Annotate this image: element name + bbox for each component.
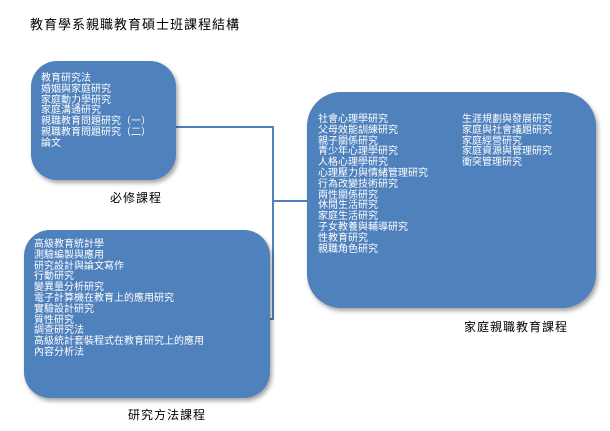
family-parenting-box: 社會心理學研究 父母效能訓練研究 親子關係研究 青少年心理學研究 人格心理學研究… xyxy=(307,92,596,308)
family-course: 心理壓力與情緒管理研究 xyxy=(318,167,428,179)
methods-course: 質性研究 xyxy=(34,314,74,326)
methods-course: 變異量分析研究 xyxy=(34,282,104,294)
connector-methods xyxy=(270,318,273,320)
required-course: 家庭動力學研究 xyxy=(41,94,111,106)
diagram-title: 教育學系親職教育碩士班課程結構 xyxy=(30,18,241,33)
methods-course: 測驗編製與應用 xyxy=(34,249,104,261)
required-course: 論文 xyxy=(41,137,61,149)
connector-family xyxy=(272,200,307,202)
family-course: 家庭經營研究 xyxy=(462,135,522,147)
methods-course: 電子計算機在教育上的應用研究 xyxy=(34,292,174,304)
methods-course: 調查研究法 xyxy=(34,325,84,337)
research-methods-caption: 研究方法課程 xyxy=(128,408,207,422)
required-course: 親職教育問題研究（二） xyxy=(41,126,151,138)
connector-trunk xyxy=(272,126,274,320)
family-parenting-caption: 家庭親職教育課程 xyxy=(464,320,569,334)
required-course: 親職教育問題研究（一） xyxy=(41,116,151,128)
family-course: 兩性關係研究 xyxy=(318,189,378,201)
required-course: 家庭溝通研究 xyxy=(41,105,101,117)
family-course: 父母效能訓練研究 xyxy=(318,124,398,136)
family-course: 家庭資源與管理研究 xyxy=(462,146,552,158)
required-courses-box: 教育研究法 婚姻與家庭研究 家庭動力學研究 家庭溝通研究 親職教育問題研究（一）… xyxy=(31,61,176,180)
methods-course: 內容分析法 xyxy=(34,346,84,358)
family-course: 社會心理學研究 xyxy=(318,114,388,125)
family-course: 性教育研究 xyxy=(318,232,368,244)
methods-course: 高級統計套裝程式在教育研究上的應用 xyxy=(34,336,204,348)
family-course: 休閒生活研究 xyxy=(318,200,378,212)
required-course: 教育研究法 xyxy=(41,73,91,84)
family-course: 行為改變技術研究 xyxy=(318,178,398,190)
required-courses-caption: 必修課程 xyxy=(110,191,163,205)
connector-required xyxy=(176,126,273,128)
methods-course: 行動研究 xyxy=(34,271,74,283)
methods-course: 研究設計與論文寫作 xyxy=(34,260,124,272)
family-course: 親職角色研究 xyxy=(318,243,378,255)
family-course: 子女教養與輔導研究 xyxy=(318,221,408,233)
research-methods-box: 高級教育統計學 測驗編製與應用 研究設計與論文寫作 行動研究 變異量分析研究 電… xyxy=(24,230,270,398)
family-course: 生涯規劃與發展研究 xyxy=(462,114,552,125)
methods-course: 高級教育統計學 xyxy=(34,239,104,250)
family-course: 青少年心理學研究 xyxy=(318,146,398,158)
required-course: 婚姻與家庭研究 xyxy=(41,83,111,95)
family-course: 家庭與社會議題研究 xyxy=(462,124,552,136)
family-course: 親子關係研究 xyxy=(318,135,378,147)
methods-course: 實驗設計研究 xyxy=(34,303,94,315)
family-course: 家庭生活研究 xyxy=(318,211,378,223)
family-course: 衝突管理研究 xyxy=(462,157,522,169)
family-course: 人格心理學研究 xyxy=(318,157,388,169)
